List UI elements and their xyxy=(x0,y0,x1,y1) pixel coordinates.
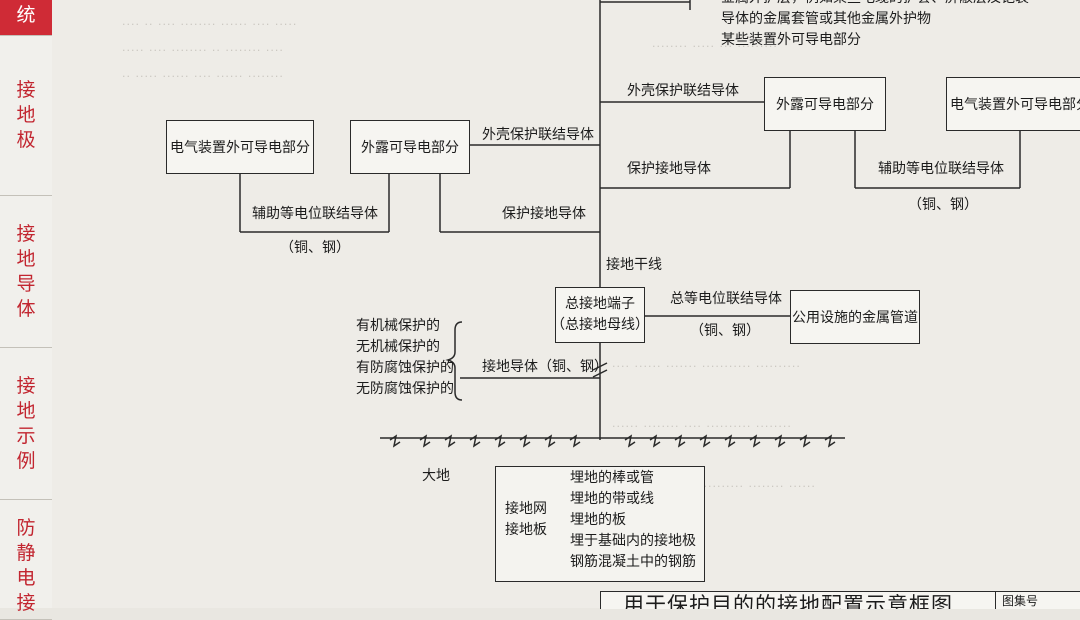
tab-earth-electrode[interactable]: 接地极 xyxy=(0,36,52,196)
box-exposed-conductive-right: 外露可导电部分 xyxy=(764,77,886,131)
tab-label-char: 接 xyxy=(16,222,36,245)
protection-types-list: 有机械保护的 无机械保护的 有防腐蚀保护的 无防腐蚀保护的 xyxy=(356,316,454,400)
label-earthing-conductor: 接地导体（铜、钢） xyxy=(482,359,608,375)
tab-label-char: 例 xyxy=(16,449,36,472)
label-enclosure-bonding-right: 外壳保护联结导体 xyxy=(627,83,739,99)
label-main-bonding: 总等电位联结导体 xyxy=(670,291,782,307)
atlas-number-label: 图集号 xyxy=(995,592,1080,609)
label-earth-trunk: 接地干线 xyxy=(606,257,662,273)
label-earth: 大地 xyxy=(422,468,450,484)
tab-label-char: 地 xyxy=(16,399,36,422)
box-exposed-conductive-left: 外露可导电部分 xyxy=(350,120,470,174)
sidebar-tabs: 统 接地极 接地导体 接地示例 防静电接 xyxy=(0,0,53,620)
tab-label: 统 xyxy=(16,4,36,26)
electrode-item: 埋地的带或线 xyxy=(570,491,654,507)
tab-antistatic[interactable]: 防静电接 xyxy=(0,500,52,620)
label-pe-conductor-left: 保护接地导体 xyxy=(502,206,586,222)
box-main-earthing-terminal: 总接地端子 （总接地母线） xyxy=(551,287,649,343)
electrode-item: 钢筋混凝土中的钢筋 xyxy=(570,554,696,570)
tab-label-char: 导 xyxy=(16,272,36,295)
drawing-title: 用于保护目的的接地配置示意框图 xyxy=(623,593,953,609)
electrode-type: 接地网 xyxy=(505,501,547,517)
title-block: 用于保护目的的接地配置示意框图 图集号 xyxy=(600,591,1080,609)
note-line-1: 金属外护层，例如某些电缆的护套、屏蔽层及铠装 xyxy=(721,0,1029,9)
label-aux-material-right: （铜、钢） xyxy=(908,197,978,213)
protection-type: 无机械保护的 xyxy=(356,339,440,355)
box-earth-electrodes xyxy=(495,466,705,582)
protection-type: 无防腐蚀保护的 xyxy=(356,381,454,397)
label-aux-bonding-right: 辅助等电位联结导体 xyxy=(878,161,1004,177)
tab-label-char: 防 xyxy=(16,517,36,539)
electrode-item: 埋地的棒或管 xyxy=(570,470,654,486)
top-right-note: 金属外护层，例如某些电缆的护套、屏蔽层及铠装 导体的金属套管或其他金属外护物 某… xyxy=(721,0,1029,51)
label-main-bonding-material: （铜、钢） xyxy=(690,323,760,339)
tab-label-char: 静 xyxy=(16,542,36,564)
protection-type: 有防腐蚀保护的 xyxy=(356,360,454,376)
electrode-item: 埋于基础内的接地极 xyxy=(570,533,696,549)
protection-type: 有机械保护的 xyxy=(356,318,440,334)
label-pe-conductor-right: 保护接地导体 xyxy=(627,161,711,177)
box-public-metal-pipes: 公用设施的金属管道 xyxy=(790,290,920,344)
tab-label-char: 极 xyxy=(16,129,36,151)
label-aux-bonding-left: 辅助等电位联结导体 xyxy=(252,206,378,222)
electrode-types: 接地网 接地板 xyxy=(505,499,547,541)
tab-earthing-example[interactable]: 接地示例 xyxy=(0,348,52,500)
note-line-2: 导体的金属套管或其他金属外护物 xyxy=(721,11,931,27)
tab-earthing-conductor[interactable]: 接地导体 xyxy=(0,196,52,348)
tab-label-char: 示 xyxy=(16,424,36,447)
label-enclosure-bonding-left: 外壳保护联结导体 xyxy=(482,127,594,143)
tab-label-char: 地 xyxy=(16,247,36,270)
electrode-item: 埋地的板 xyxy=(570,512,626,528)
label-aux-material-left: （铜、钢） xyxy=(280,240,350,256)
tab-label-char: 体 xyxy=(16,297,36,320)
box-external-conductive-left: 电气装置外可导电部分 xyxy=(166,120,314,174)
tab-label-char: 地 xyxy=(16,104,36,126)
tab-label-char: 接 xyxy=(16,374,36,397)
main-terminal-line-2: （总接地母线） xyxy=(551,317,649,333)
main-terminal-line-1: 总接地端子 xyxy=(565,296,635,312)
tab-label-char: 接 xyxy=(16,79,36,101)
box-external-conductive-right: 电气装置外可导电部分 xyxy=(946,77,1080,131)
tab-label-char: 电 xyxy=(16,567,36,589)
electrode-type: 接地板 xyxy=(505,522,547,538)
tab-system[interactable]: 统 xyxy=(0,0,52,36)
electrode-items: 埋地的棒或管 埋地的带或线 埋地的板 埋于基础内的接地极 钢筋混凝土中的钢筋 xyxy=(570,468,696,573)
note-line-3: 某些装置外可导电部分 xyxy=(721,32,861,48)
